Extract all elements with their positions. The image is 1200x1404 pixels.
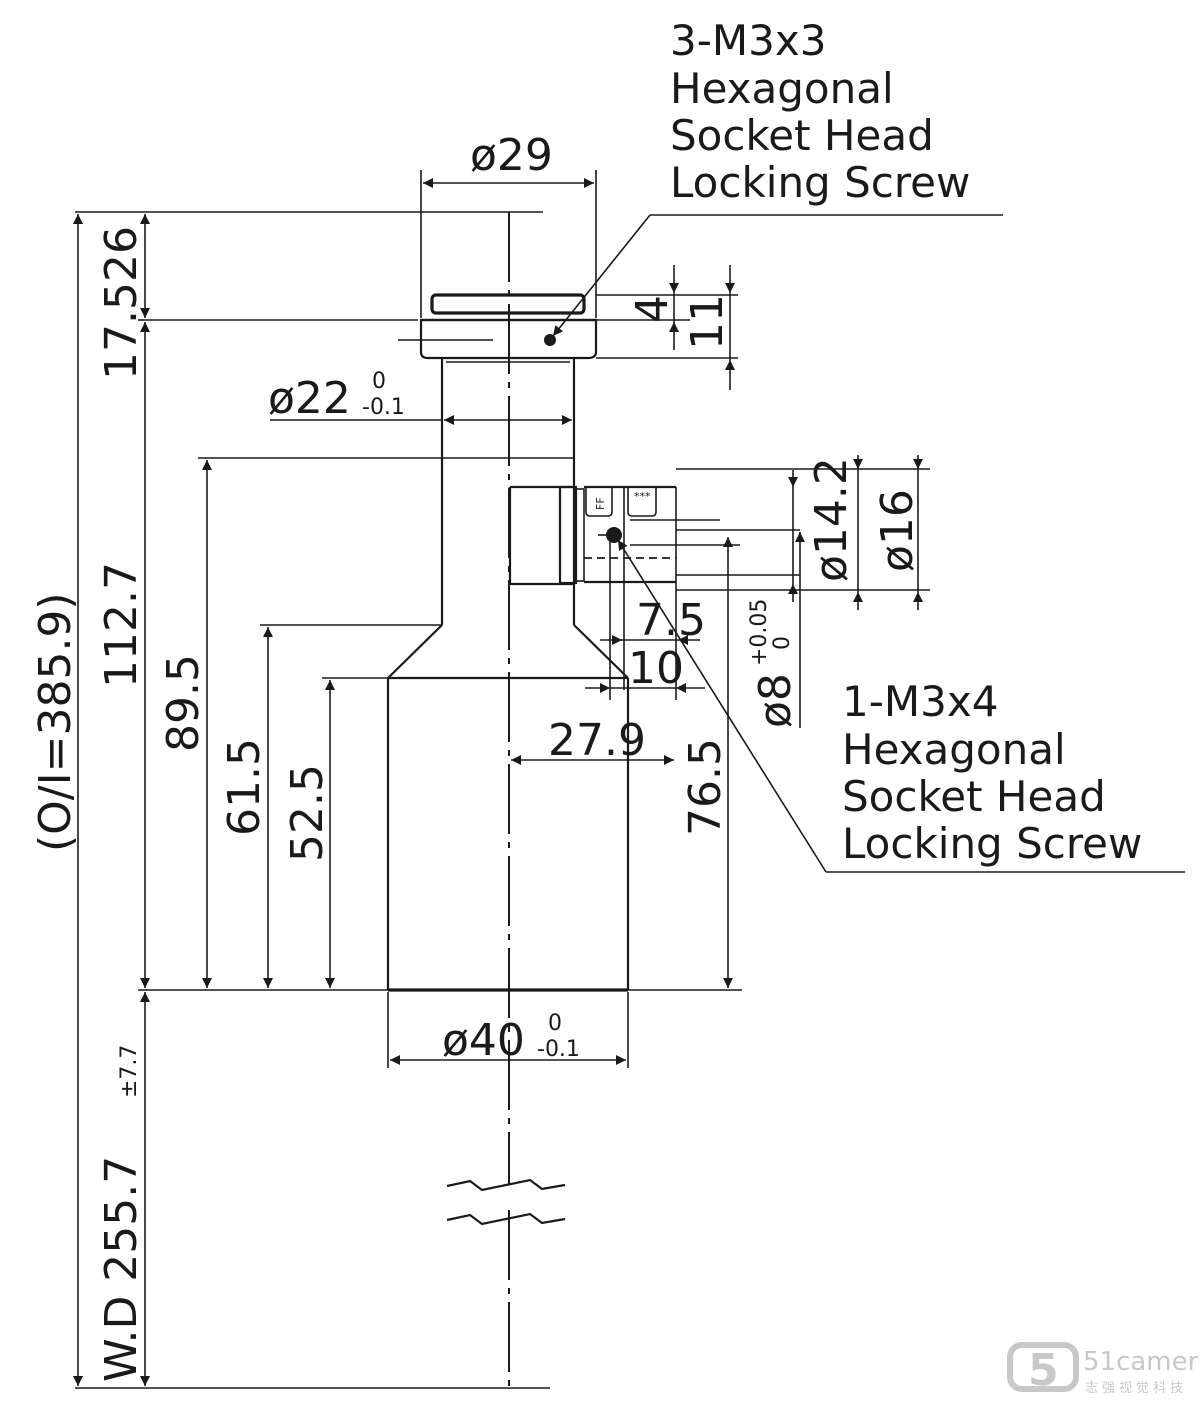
top-screw-hole — [544, 334, 556, 346]
dim-body-length: 112.7 — [96, 562, 147, 688]
dim-neck-diameter: ø22 — [268, 373, 351, 424]
watermark-tagline: 志强视觉科技 — [1085, 1381, 1187, 1396]
extension-lines — [75, 170, 930, 1389]
dim-front-tol-upper: 0 — [548, 1011, 562, 1036]
watermark: 5 51camera 志强视觉科技 — [1007, 1342, 1200, 1396]
dim-top-diameter: ø29 — [470, 130, 553, 181]
callout-side-line-4: Locking Screw — [842, 819, 1142, 868]
dim-port-offset-10: 10 — [628, 643, 684, 694]
dim-port-inner-diameter: ø14.2 — [806, 457, 857, 582]
dim-ring-4: 4 — [627, 295, 678, 323]
dim-front-tol-lower: -0.1 — [537, 1037, 580, 1062]
port-label-stars: *** — [634, 490, 651, 503]
callout-top-line-1: 3-M3x3 — [670, 16, 826, 65]
dim-port-center: 76.5 — [680, 738, 731, 836]
svg-text:5: 5 — [1028, 1345, 1059, 1396]
leader-side-screw — [617, 539, 827, 873]
dimension-lines — [73, 178, 923, 1386]
callout-side-screw: 1-M3x4 Hexagonal Socket Head Locking Scr… — [842, 677, 1142, 868]
dim-front-diameter: ø40 — [442, 1015, 525, 1066]
dim-wd-tolerance: ±7.7 — [117, 1045, 142, 1098]
top-collar — [419, 318, 598, 360]
leader-lines — [552, 214, 1185, 873]
dim-overall-oi: (O/I=385.9) — [30, 592, 81, 852]
dim-illum-bore: ø8 — [750, 673, 801, 728]
dim-working-distance: W.D 255.7 — [96, 1156, 147, 1382]
watermark-brand: 51camera — [1083, 1347, 1200, 1377]
port-label-ff: FF — [594, 497, 607, 510]
dim-taper-start: 61.5 — [219, 738, 270, 836]
taper-left — [387, 624, 443, 679]
dim-neck-tol-lower: -0.1 — [362, 395, 405, 420]
side-screw-hole — [606, 527, 622, 543]
dim-port-outer-diameter: ø16 — [872, 489, 923, 572]
callout-side-line-3: Socket Head — [842, 772, 1106, 821]
callout-top-line-3: Socket Head — [670, 111, 934, 160]
taper-right — [573, 624, 629, 679]
dim-port-top-height: 89.5 — [158, 654, 209, 752]
dim-port-offset-27-9: 27.9 — [548, 715, 646, 766]
dim-taper-end: 52.5 — [282, 764, 333, 862]
dim-port-offset-7-5: 7.5 — [636, 595, 706, 646]
callout-side-line-1: 1-M3x4 — [842, 677, 998, 726]
callout-top-line-2: Hexagonal — [670, 64, 894, 113]
callout-side-line-2: Hexagonal — [842, 725, 1066, 774]
dim-illum-tol-upper: +0.05 — [747, 599, 772, 666]
dim-top-section: 17.526 — [96, 226, 147, 380]
dim-ring-11: 11 — [682, 294, 733, 350]
dim-illum-tol-lower: 0 — [770, 636, 795, 650]
dim-neck-tol-upper: 0 — [372, 369, 386, 394]
callout-top-screw: 3-M3x3 Hexagonal Socket Head Locking Scr… — [670, 16, 970, 207]
break-symbol — [446, 1178, 566, 1226]
callout-top-line-4: Locking Screw — [670, 158, 970, 207]
dimension-labels: ø29 ø22 0 -0.1 ø40 0 -0.1 (O/I=385.9) 17… — [30, 130, 923, 1382]
leader-top-screw — [552, 214, 651, 337]
camera-logo-icon: 5 — [1007, 1342, 1079, 1396]
